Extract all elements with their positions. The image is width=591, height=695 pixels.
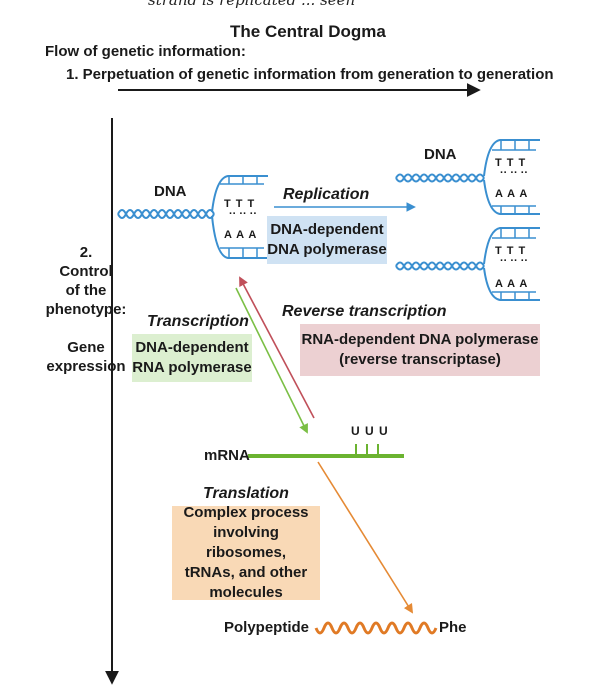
mrna-label: mRNA [204, 447, 250, 464]
dna-right-top-bottom-bases: A A A [495, 188, 528, 200]
dna-right-top-pair-dots: ·· ·· ·· [500, 167, 528, 179]
dna-left-label: DNA [154, 183, 187, 200]
dna-right-bottom-pair-dots: ·· ·· ·· [500, 255, 528, 267]
dna-right-bottom-top-bases: T T T [495, 245, 526, 257]
polypeptide-chain [314, 621, 438, 635]
transcription-enzyme-line1: DNA-dependent [135, 339, 249, 356]
reverse-transcription-enzyme-line1: RNA-dependent DNA polymerase [301, 331, 539, 348]
dna-right-bottom-fork-a [483, 227, 540, 265]
side-label-num: 2. [79, 244, 93, 261]
diagram-title: The Central Dogma [230, 22, 386, 41]
replication-enzyme-line2: DNA polymerase [267, 241, 387, 258]
reverse-transcription-enzyme-line2: (reverse transcriptase) [339, 351, 501, 368]
dna-right-top-ticks [500, 140, 530, 214]
side-label: 2. Control of the phenotype: Gene expres… [36, 243, 136, 376]
dna-left-fork-bottom [211, 215, 268, 259]
mrna-codon-ticks [355, 444, 379, 456]
transcription-enzyme-box: DNA-dependent RNA polymerase [132, 334, 252, 382]
dna-right-bottom-helix-2 [395, 261, 485, 271]
dna-right-bottom-helix [395, 261, 485, 271]
dna-left-molecule: T T T ·· ·· ·· A A A [117, 175, 268, 259]
side-label-line5: expression [46, 358, 126, 375]
translation-arrow [317, 461, 414, 614]
dna-right-top-molecule: T T T ·· ·· ·· A A A [395, 139, 540, 215]
dna-right-top-fork-a [483, 139, 540, 177]
replication-enzyme-box: DNA-dependent DNA polymerase [267, 216, 387, 264]
dna-right-top-fork-b [483, 179, 540, 215]
replication-label: Replication [283, 186, 370, 203]
translation-label: Translation [203, 485, 289, 502]
dna-right-top-helix-2 [395, 173, 485, 183]
transcription-arrow [235, 287, 308, 434]
side-label-line3: phenotype: [45, 301, 127, 318]
flow-heading: Flow of genetic information: [45, 43, 246, 60]
header-scribble: strand is replicated ... seen [148, 0, 356, 9]
reverse-transcription-enzyme-box: RNA-dependent DNA polymerase (reverse tr… [300, 324, 540, 376]
dna-right-bottom-bottom-bases: A A A [495, 278, 528, 290]
point-1-text: 1. Perpetuation of genetic information f… [66, 66, 554, 83]
dna-left-pair-dots: ·· ·· ·· [229, 208, 257, 220]
translation-box: Complex process involving ribosomes, tRN… [172, 504, 320, 601]
polypeptide-residue: Phe [439, 619, 467, 636]
dna-left-bottom-bases: A A A [224, 229, 257, 241]
dna-right-bottom-molecule: T T T ·· ·· ·· A A A [395, 227, 540, 301]
polypeptide-label: Polypeptide [224, 619, 310, 636]
reverse-transcription-label: Reverse transcription [282, 303, 447, 320]
dna-left-ticks [228, 176, 258, 258]
reverse-transcription-arrow [239, 276, 315, 419]
translation-line1: Complex process [183, 504, 309, 521]
dna-left-helix-2 [117, 209, 215, 219]
dna-right-bottom-ticks [500, 228, 530, 300]
translation-line4: molecules [209, 584, 283, 601]
mrna-codon-bases: U U U [351, 424, 389, 438]
transcription-enzyme-line2: RNA polymerase [132, 359, 252, 376]
dna-left-fork-top [211, 175, 268, 213]
dna-right-bottom-fork-b [483, 267, 540, 301]
transcription-label: Transcription [147, 313, 249, 330]
dna-right-top-helix [395, 173, 485, 183]
side-label-line2: of the [65, 282, 107, 299]
side-label-line4: Gene [67, 339, 105, 356]
dna-right-top-label: DNA [424, 146, 457, 163]
dna-right-top-top-bases: T T T [495, 157, 526, 169]
replication-enzyme-line1: DNA-dependent [270, 221, 384, 238]
dna-left-top-bases: T T T [224, 198, 255, 210]
translation-line2: involving ribosomes, [205, 524, 287, 561]
translation-line3: tRNAs, and other [184, 564, 308, 581]
side-label-line1: Control [59, 263, 113, 280]
